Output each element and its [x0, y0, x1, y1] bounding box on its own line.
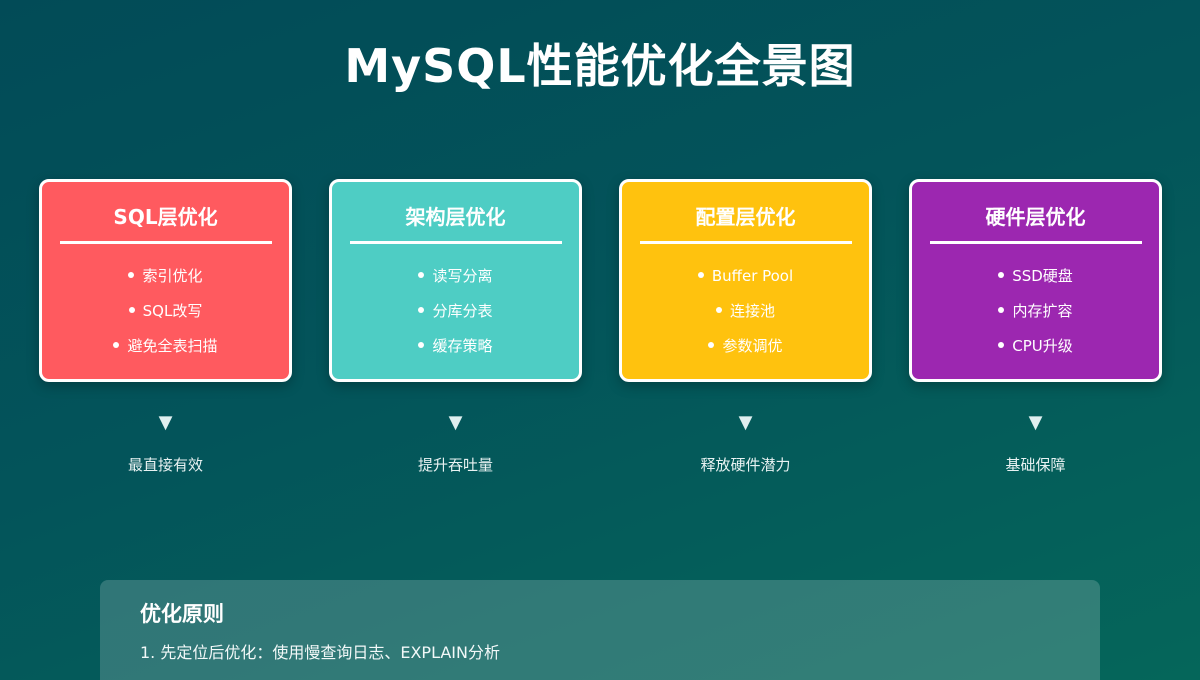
layer-config: 配置层优化 Buffer Pool 连接池 参数调优 ▼ 释放硬件潜力 [619, 179, 872, 475]
layer-title: 硬件层优化 [985, 205, 1086, 229]
down-arrow-icon: ▼ [1028, 412, 1043, 433]
layer-title: SQL层优化 [113, 205, 218, 229]
bullet-icon [128, 271, 135, 278]
list-item: 连接池 [622, 297, 869, 332]
bullet-icon [128, 306, 135, 313]
list-item: 分库分表 [332, 297, 579, 332]
down-arrow-icon: ▼ [448, 412, 463, 433]
list-item: 索引优化 [42, 262, 289, 297]
principle-item-clipped [140, 668, 1060, 680]
layer-title: 架构层优化 [405, 205, 506, 229]
title-divider [59, 241, 272, 244]
layer-title: 配置层优化 [695, 205, 796, 229]
layer-card-config: 配置层优化 Buffer Pool 连接池 参数调优 [619, 179, 872, 382]
layer-hardware: 硬件层优化 SSD硬盘 内存扩容 CPU升级 ▼ 基础保障 [909, 179, 1162, 475]
bullet-icon [998, 341, 1005, 348]
list-item: 参数调优 [622, 332, 869, 367]
layer-caption: 释放硬件潜力 [700, 456, 791, 474]
list-item: 内存扩容 [912, 297, 1159, 332]
list-item: 读写分离 [332, 262, 579, 297]
list-item: Buffer Pool [622, 262, 869, 297]
title-divider [639, 241, 852, 244]
layer-sql: SQL层优化 索引优化 SQL改写 避免全表扫描 ▼ 最直接有效 [39, 179, 292, 475]
bullet-icon [715, 306, 722, 313]
page-title: MySQL性能优化全景图 [344, 39, 856, 93]
layer-architecture: 架构层优化 读写分离 分库分表 缓存策略 ▼ 提升吞吐量 [329, 179, 582, 475]
layer-card-hardware: 硬件层优化 SSD硬盘 内存扩容 CPU升级 [909, 179, 1162, 382]
list-item: SSD硬盘 [912, 262, 1159, 297]
down-arrow-icon: ▼ [158, 412, 173, 433]
principle-item: 1. 先定位后优化：使用慢查询日志、EXPLAIN分析 [140, 643, 500, 662]
bullet-icon [697, 271, 704, 278]
layer-items: SSD硬盘 内存扩容 CPU升级 [912, 262, 1159, 367]
title-divider [349, 241, 562, 244]
layer-items: 索引优化 SQL改写 避免全表扫描 [42, 262, 289, 367]
principles-panel: 优化原则 1. 先定位后优化：使用慢查询日志、EXPLAIN分析 [100, 580, 1100, 680]
layer-caption: 提升吞吐量 [417, 456, 493, 474]
bullet-icon [998, 271, 1005, 278]
list-item: 避免全表扫描 [42, 332, 289, 367]
layer-caption: 基础保障 [1005, 456, 1066, 474]
layer-items: 读写分离 分库分表 缓存策略 [332, 262, 579, 367]
optimization-layers: SQL层优化 索引优化 SQL改写 避免全表扫描 ▼ 最直接有效 架构层优化 读… [39, 179, 1163, 479]
title-divider [929, 241, 1142, 244]
bullet-icon [113, 341, 120, 348]
layer-items: Buffer Pool 连接池 参数调优 [622, 262, 869, 367]
principles-title: 优化原则 [140, 602, 224, 626]
down-arrow-icon: ▼ [738, 412, 753, 433]
layer-card-architecture: 架构层优化 读写分离 分库分表 缓存策略 [329, 179, 582, 382]
bullet-icon [418, 306, 425, 313]
bullet-icon [418, 271, 425, 278]
list-item: SQL改写 [42, 297, 289, 332]
layer-caption: 最直接有效 [127, 456, 203, 474]
list-item: 缓存策略 [332, 332, 579, 367]
layer-card-sql: SQL层优化 索引优化 SQL改写 避免全表扫描 [39, 179, 292, 382]
list-item: CPU升级 [912, 332, 1159, 367]
bullet-icon [418, 341, 425, 348]
bullet-icon [708, 341, 715, 348]
bullet-icon [998, 306, 1005, 313]
